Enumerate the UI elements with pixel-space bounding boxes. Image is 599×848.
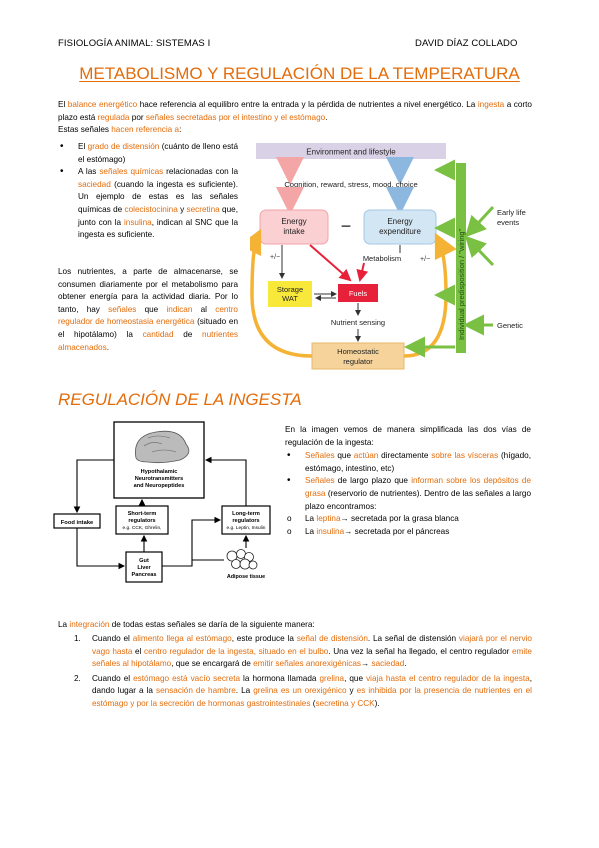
svg-text:+/−: +/− — [420, 256, 430, 263]
integration-paragraph: La integración de todas estas señales se… — [58, 620, 315, 629]
svg-text:Homeostatic: Homeostatic — [337, 347, 379, 356]
svg-text:Energy: Energy — [281, 217, 306, 226]
adipose-cells-icon — [226, 549, 258, 570]
svg-text:Long-term: Long-term — [232, 511, 260, 517]
nutrients-paragraph: Los nutrientes, a parte de almacenarse, … — [58, 267, 238, 352]
early-life-label: Early life — [497, 208, 526, 217]
cognition-label: Cognition, reward, stress, mood, choice — [284, 180, 417, 189]
brain-icon — [135, 430, 190, 464]
svg-text:WAT: WAT — [282, 294, 298, 303]
predisposition-bar — [456, 163, 466, 353]
section-title-ingesta: REGULACIÓN DE LA INGESTA — [58, 390, 302, 409]
long-term-box — [221, 505, 271, 535]
list-item: A las señales químicas relacionadas con … — [58, 166, 238, 242]
nutrient-sensing-label: Nutrient sensing — [331, 318, 385, 327]
fuels-box — [338, 284, 378, 302]
svg-text:Energy: Energy — [387, 217, 412, 226]
list-item: La leptina→ secretada por la grasa blanc… — [285, 513, 531, 526]
svg-text:events: events — [497, 218, 519, 227]
energy-intake-box — [259, 209, 329, 245]
list-item: El grado de distensión (cuánto de lleno … — [58, 141, 238, 166]
svg-text:Pancreas: Pancreas — [132, 572, 157, 578]
svg-text:regulator: regulator — [343, 357, 373, 366]
ingesta-regulation-diagram: Hypothalamic Neurotransmitters and Neuro… — [53, 421, 271, 583]
metabolism-label: Metabolism — [363, 254, 401, 263]
list-item: 1.Cuando el alimento llega al estómago, … — [74, 634, 532, 669]
ingesta-description: En la imagen vemos de manera simplificad… — [285, 424, 531, 538]
list-item: 2.Cuando el estómago está vacío secreta … — [74, 673, 532, 708]
list-item: Señales que actúan directamente sobre la… — [285, 450, 531, 475]
intro-paragraph: El balance energético hace referencia al… — [58, 100, 532, 135]
svg-text:Neurotransmitters: Neurotransmitters — [135, 476, 184, 482]
svg-text:and Neuropeptides: and Neuropeptides — [134, 483, 185, 489]
svg-text:expenditure: expenditure — [379, 227, 421, 236]
header-right: DAVID DÍAZ COLLADO — [415, 38, 518, 49]
svg-text:Adipose tissue: Adipose tissue — [227, 574, 265, 580]
integration-steps: 1.Cuando el alimento llega al estómago, … — [74, 633, 532, 711]
bullet-list-signals: El grado de distensión (cuánto de lleno … — [58, 141, 238, 242]
svg-text:Fuels: Fuels — [349, 289, 368, 298]
svg-text:Gut: Gut — [139, 558, 149, 564]
list-item: La insulina→ secretada por el páncreas — [285, 526, 531, 539]
minus-sign: − — [341, 216, 352, 236]
svg-text:Short-term: Short-term — [128, 511, 157, 517]
svg-text:+/−: +/− — [270, 254, 280, 261]
svg-text:e.g. Leptin, Insulin: e.g. Leptin, Insulin — [227, 525, 266, 531]
svg-text:Storage: Storage — [277, 285, 303, 294]
gut-liver-pancreas-box — [125, 551, 163, 583]
svg-text:Food intake: Food intake — [61, 520, 94, 526]
storage-box — [268, 281, 312, 307]
svg-text:intake: intake — [283, 227, 305, 236]
energy-balance-diagram: Environment and lifestyle Cognition, rew… — [250, 143, 526, 370]
predisposition-label: Individual predisposition / "wiring" — [457, 228, 466, 340]
svg-text:regulators: regulators — [232, 518, 259, 524]
genetic-label: Genetic — [497, 321, 523, 330]
svg-text:e.g. CCK, Ghrelin,: e.g. CCK, Ghrelin, — [123, 525, 162, 531]
homeostatic-regulator-box — [311, 342, 405, 370]
environment-box — [256, 143, 446, 159]
page-title: METABOLISMO Y REGULACIÓN DE LA TEMPERATU… — [79, 64, 520, 83]
list-item: Señales de largo plazo que informan sobr… — [285, 475, 531, 513]
header-left: FISIOLOGÍA ANIMAL: SISTEMAS I — [58, 38, 211, 49]
svg-text:regulators: regulators — [128, 518, 155, 524]
environment-label: Environment and lifestyle — [306, 148, 396, 157]
svg-text:Liver: Liver — [137, 565, 151, 571]
svg-text:Hypothalamic: Hypothalamic — [141, 469, 178, 475]
